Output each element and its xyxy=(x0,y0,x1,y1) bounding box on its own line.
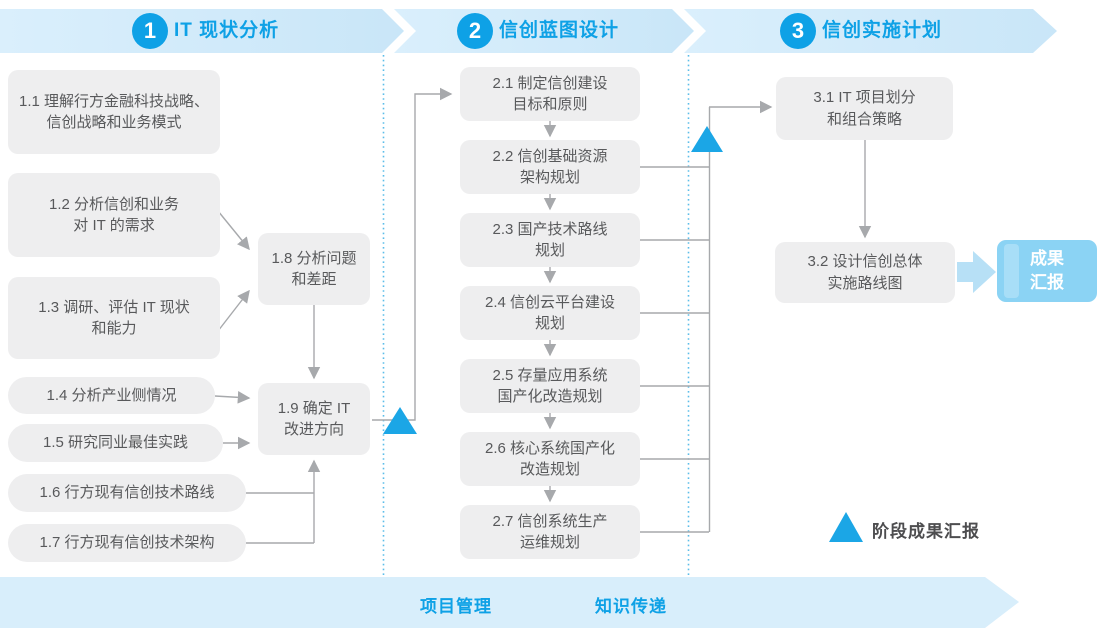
phase-band-3 xyxy=(684,9,1057,53)
bottom-label-knowledge-transfer: 知识传递 xyxy=(595,597,667,616)
result-report-box: 成果汇报 xyxy=(997,240,1097,302)
box-1-3: 1.3 调研、评估 IT 现状和能力 xyxy=(8,277,220,359)
bottom-band xyxy=(0,577,1019,628)
phase-band-1 xyxy=(0,9,404,53)
box-1-2: 1.2 分析信创和业务对 IT 的需求 xyxy=(8,173,220,257)
phase-1-number-badge: 1 xyxy=(132,13,168,49)
phase-2-number-badge: 2 xyxy=(457,13,493,49)
connector-lines xyxy=(214,87,872,544)
legend-label: 阶段成果汇报 xyxy=(872,522,980,541)
box-2-2: 2.2 信创基础资源架构规划 xyxy=(460,140,640,194)
phase-3-number-badge: 3 xyxy=(780,13,816,49)
box-1-8: 1.8 分析问题和差距 xyxy=(258,233,370,305)
box-2-3: 2.3 国产技术路线规划 xyxy=(460,213,640,267)
box-2-5: 2.5 存量应用系统国产化改造规划 xyxy=(460,359,640,413)
box-2-6: 2.6 核心系统国产化改造规划 xyxy=(460,432,640,486)
box-2-4: 2.4 信创云平台建设规划 xyxy=(460,286,640,340)
result-arrow xyxy=(957,251,996,293)
box-1-1: 1.1 理解行方金融科技战略、信创战略和业务模式 xyxy=(8,70,220,154)
phase-divider-dotted-lines xyxy=(382,55,690,575)
phase-1-title: IT 现状分析 xyxy=(174,20,280,41)
box-2-1: 2.1 制定信创建设目标和原则 xyxy=(460,67,640,121)
box-1-5: 1.5 研究同业最佳实践 xyxy=(8,424,223,462)
bottom-label-project-management: 项目管理 xyxy=(420,597,492,616)
milestone-triangle-phase2 xyxy=(691,126,723,152)
box-1-7: 1.7 行方现有信创技术架构 xyxy=(8,524,246,562)
milestone-triangle-phase1 xyxy=(383,407,417,434)
box-3-1: 3.1 IT 项目划分和组合策略 xyxy=(776,77,953,140)
box-2-7: 2.7 信创系统生产运维规划 xyxy=(460,505,640,559)
box-3-2: 3.2 设计信创总体实施路线图 xyxy=(775,242,955,303)
legend-triangle-icon xyxy=(829,512,863,542)
phase-2-title: 信创蓝图设计 xyxy=(499,20,620,41)
phase-3-title: 信创实施计划 xyxy=(822,20,943,41)
box-1-6: 1.6 行方现有信创技术路线 xyxy=(8,474,246,512)
box-1-4: 1.4 分析产业侧情况 xyxy=(8,377,215,414)
